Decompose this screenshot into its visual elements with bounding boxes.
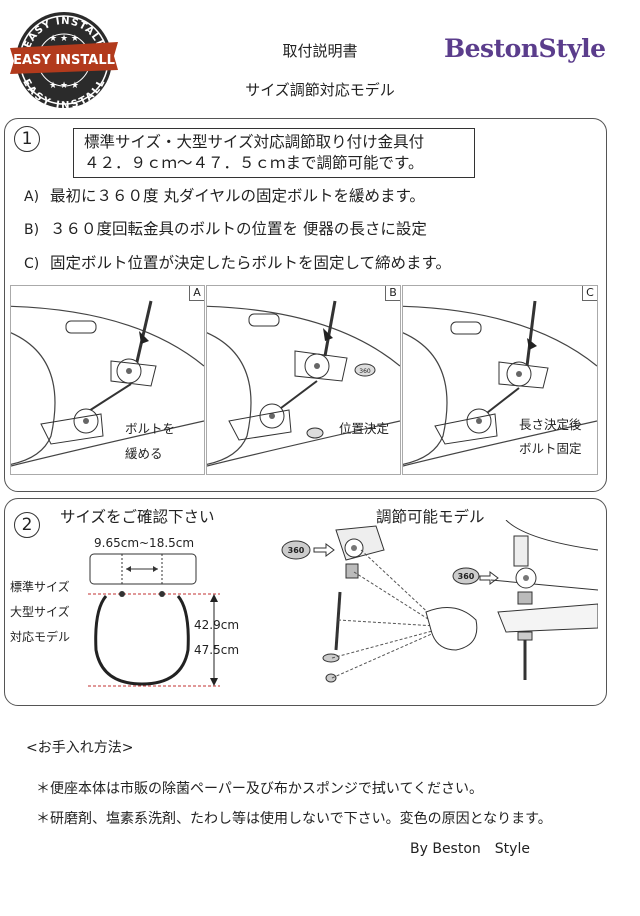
dial-section2-right: 360 xyxy=(458,572,475,581)
step-b: B) ３６０度回転金具のボルトの位置を 便器の長さに設定 xyxy=(24,217,427,239)
figure-c: C 長さ決定後 ボルト固定 xyxy=(402,285,598,475)
size-check-title: サイズをご確認下さい xyxy=(60,508,215,526)
exploded-assembly-diagram: 360 360 xyxy=(276,519,599,696)
section-1-number: 1 xyxy=(14,126,40,152)
svg-text:★ ★ ★: ★ ★ ★ xyxy=(49,81,79,91)
length-label-1: 42.9cm xyxy=(194,618,240,632)
side-label-standard: 標準サイズ xyxy=(10,580,70,594)
step-b-text: ３６０度回転金具のボルトの位置を 便器の長さに設定 xyxy=(50,220,427,238)
step-c-key: C) xyxy=(24,256,40,272)
section-1-panel xyxy=(4,118,607,492)
figure-c-label-1: 長さ決定後 xyxy=(519,417,582,432)
easy-install-badge: EASY INSTALL EASY INSTALL EASY INSTALL ★… xyxy=(8,8,120,112)
step-c-text: 固定ボルト位置が決定したらボルトを固定して締めます。 xyxy=(50,254,451,272)
step-b-key: B) xyxy=(24,222,40,238)
svg-text:★ ★ ★: ★ ★ ★ xyxy=(49,34,79,44)
length-label-2: 47.5cm xyxy=(194,643,240,657)
figure-a-corner: A xyxy=(189,286,204,301)
signature: By Beston Style xyxy=(410,841,530,857)
feature-box: 標準サイズ・大型サイズ対応調節取り付け金具付 ４２．９ｃｍ～４７．５ｃｍまで調節… xyxy=(73,128,475,178)
step-a-text: 最初に３６０度 丸ダイヤルの固定ボルトを緩めます。 xyxy=(50,187,425,205)
care-line-1: ＊便座本体は市販の除菌ペーパー及び布かスポンジで拭いてください。 xyxy=(36,781,484,797)
care-line-2: ＊研磨剤、塩素系洗剤、たわし等は使用しないで下さい。変色の原因となります。 xyxy=(36,811,552,827)
hinge-illustration-a xyxy=(11,300,204,467)
badge-ribbon-text: EASY INSTALL xyxy=(13,53,115,68)
dial-b-label: 360 xyxy=(359,368,371,375)
brand-logo: BestonStyle xyxy=(444,34,606,63)
care-heading: <お手入れ方法> xyxy=(26,740,134,756)
figure-b-label-1: 位置決定 xyxy=(339,421,390,436)
feature-line-1: 標準サイズ・大型サイズ対応調節取り付け金具付 xyxy=(84,133,425,151)
document-subtitle: サイズ調節対応モデル xyxy=(245,81,395,99)
figure-c-corner: C xyxy=(582,286,597,301)
step-a: A) 最初に３６０度 丸ダイヤルの固定ボルトを緩めます。 xyxy=(24,184,425,206)
side-label-large: 大型サイズ xyxy=(10,605,70,619)
side-label-compatible: 対応モデル xyxy=(10,630,71,644)
document-title: 取付説明書 xyxy=(282,42,358,60)
figure-b-corner: B xyxy=(385,286,400,301)
feature-line-2: ４２．９ｃｍ～４７．５ｃｍまで調節可能です。 xyxy=(84,154,424,172)
dial-section2-left: 360 xyxy=(288,546,305,555)
figure-a-label-2: 緩める xyxy=(125,446,163,461)
section-2-number: 2 xyxy=(14,512,40,538)
section-2-panel xyxy=(4,498,607,706)
figure-b: 360 B 位置決定 xyxy=(206,285,401,475)
hinge-illustration-c xyxy=(403,300,597,467)
adjustable-model-title: 調節可能モデル xyxy=(376,508,485,526)
figure-a: A ボルトを 緩める xyxy=(10,285,205,475)
step-c: C) 固定ボルト位置が決定したらボルトを固定して締めます。 xyxy=(24,251,451,273)
measure-range-label: 9.65cm~18.5cm xyxy=(94,536,195,550)
step-a-key: A) xyxy=(24,189,40,205)
figure-a-label-1: ボルトを xyxy=(125,421,176,436)
figure-c-label-2: ボルト固定 xyxy=(519,441,582,456)
seat-size-diagram xyxy=(80,550,260,696)
hinge-illustration-b: 360 xyxy=(207,300,400,467)
